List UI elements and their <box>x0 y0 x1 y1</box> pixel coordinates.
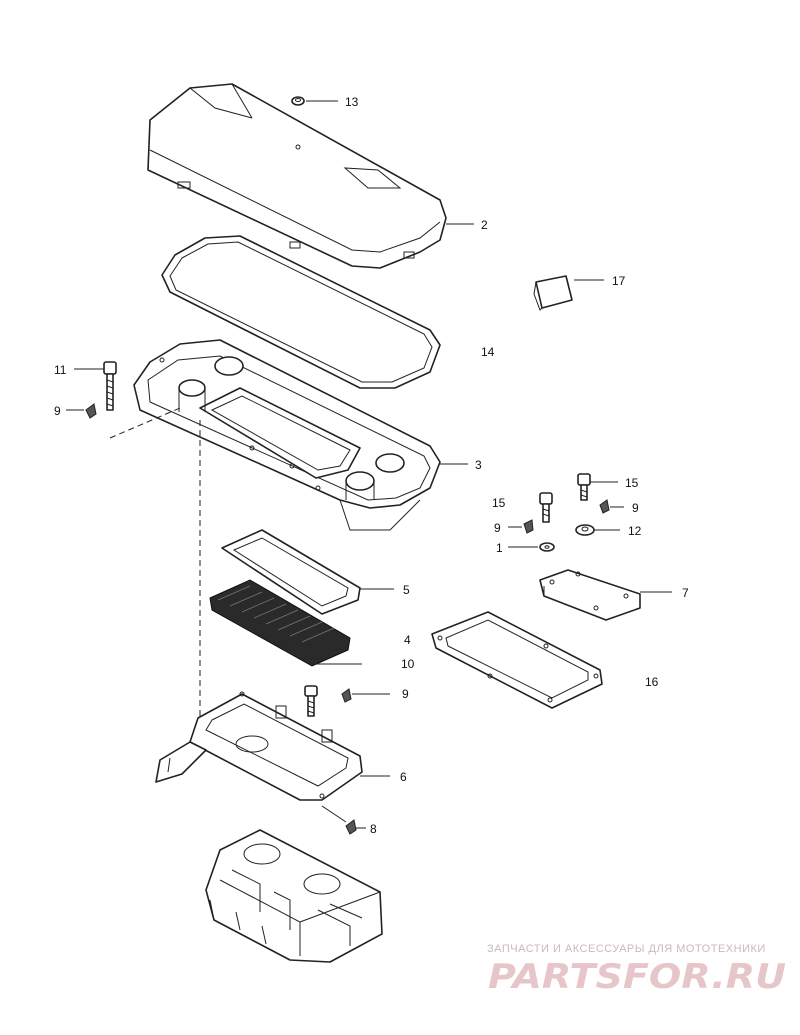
washer-9d-part <box>341 688 352 703</box>
carburetor-assembly <box>205 829 383 963</box>
washer-1-part <box>539 542 555 552</box>
mesh-filter-part <box>209 579 351 667</box>
screw-15a-part <box>539 492 553 523</box>
callout-13: 13 <box>345 95 359 109</box>
silencer-base-part <box>133 339 441 531</box>
callout-7: 7 <box>682 586 689 600</box>
callout-14: 14 <box>481 345 495 359</box>
cover-plate-part <box>539 569 641 621</box>
callout-1: 1 <box>496 541 503 555</box>
silencer-cover-part <box>147 83 447 269</box>
callout-12: 12 <box>628 524 642 538</box>
callout-11: 11 <box>54 363 67 377</box>
screw-15b-part <box>577 473 591 501</box>
callout-15-right: 15 <box>625 476 639 490</box>
callout-17: 17 <box>612 274 626 288</box>
callout-9-left: 9 <box>54 404 61 418</box>
washer-9a-part <box>85 403 97 419</box>
screw-11-part <box>103 361 117 411</box>
watermark-logo: PARTSFOR.RU <box>488 957 786 997</box>
plate-gasket-part <box>431 611 603 709</box>
adaptor-plate-part <box>155 691 363 801</box>
callout-9-mid: 9 <box>494 521 501 535</box>
washer-9c-part <box>599 499 610 514</box>
watermark-tagline: ЗАПЧАСТИ И АКСЕССУАРЫ ДЛЯ МОТОТЕХНИКИ <box>487 943 766 955</box>
callout-8: 8 <box>370 822 377 836</box>
washer-12-part <box>575 524 595 536</box>
small-block-part <box>533 275 573 311</box>
washer-9b-part <box>523 519 534 534</box>
callout-5: 5 <box>403 583 410 597</box>
callout-9-lower: 9 <box>402 687 409 701</box>
callout-10: 10 <box>401 657 415 671</box>
alignment-line-left <box>109 407 181 439</box>
screw-10-part <box>304 685 318 717</box>
nut-part <box>291 96 305 106</box>
nut-8-part <box>345 819 357 835</box>
callout-4: 4 <box>404 633 411 647</box>
callout-15-left: 15 <box>492 496 506 510</box>
callout-6: 6 <box>400 770 407 784</box>
leader-lines <box>66 100 672 829</box>
callout-16: 16 <box>645 675 659 689</box>
cover-gasket-part <box>161 235 441 389</box>
callout-2: 2 <box>481 218 488 232</box>
callout-3: 3 <box>475 458 482 472</box>
frame-gasket-part <box>221 529 361 615</box>
callout-9-right: 9 <box>632 501 639 515</box>
